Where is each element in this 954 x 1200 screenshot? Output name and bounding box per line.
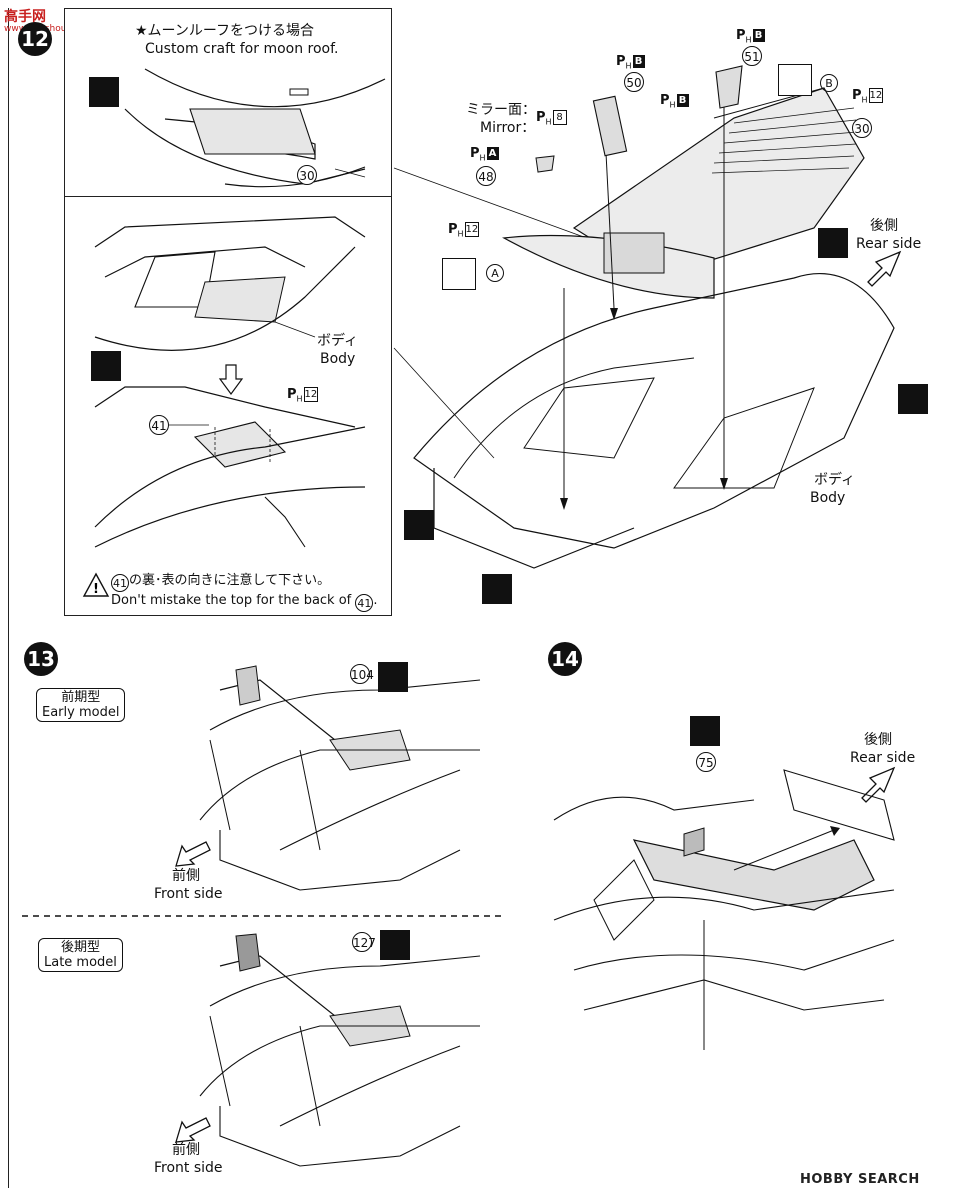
warning-icon: ! — [82, 572, 110, 597]
watermark-top-left: 高手网 — [4, 9, 46, 25]
double-sided-tape-icon — [442, 258, 476, 290]
late-model-badge: 後期型 Late model — [38, 938, 123, 972]
step-14-drawing — [553, 769, 895, 1050]
step-13-late-drawing — [199, 933, 481, 1167]
moonroof-subtitle: Custom craft for moon roof. — [145, 41, 339, 57]
moonroof-title: ★ムーンルーフをつける場合 — [135, 23, 315, 39]
part-50-label: 50 — [624, 72, 644, 92]
rear-side-en: Rear side — [856, 236, 922, 252]
ghost-b-label: B — [820, 74, 838, 92]
body-main-jp: ボディ — [814, 472, 856, 488]
glue-icon — [482, 574, 512, 604]
leader-line — [169, 424, 209, 426]
front-direction-arrow-icon — [175, 841, 211, 867]
part-104-label: 104 — [350, 664, 374, 684]
down-arrow-icon — [218, 364, 244, 396]
body-roof-drawing — [94, 216, 366, 548]
front-side-jp: 前側 — [172, 868, 200, 884]
body-main-en: Body — [810, 490, 846, 506]
glue-icon — [690, 716, 720, 746]
early-model-en: Early model — [42, 705, 120, 720]
glue-icon — [898, 384, 928, 414]
body-label-jp: ボディ — [317, 333, 359, 349]
rear-direction-arrow-icon — [861, 766, 896, 803]
model-divider — [22, 915, 502, 917]
step-13-number: 13 — [24, 642, 58, 676]
watermark-bottom-right: HOBBY SEARCH — [800, 1172, 920, 1187]
mirror-jp: ミラー面： — [466, 102, 536, 118]
rear-direction-arrow-icon — [867, 250, 902, 287]
glue-icon — [404, 510, 434, 540]
rear-side-jp: 後側 — [870, 218, 898, 234]
warning-en: Don't mistake the top for the back of 41… — [111, 593, 378, 612]
glue-icon — [380, 930, 410, 960]
glue-icon — [378, 662, 408, 692]
early-model-jp: 前期型 — [61, 690, 101, 705]
part-75-label: 75 — [696, 752, 716, 772]
body-label-en: Body — [320, 351, 356, 367]
glue-icon — [89, 77, 119, 107]
glue-icon — [91, 351, 121, 381]
page-frame — [8, 8, 945, 1188]
step-14-number: 14 — [548, 642, 582, 676]
front-side-en: Front side — [154, 886, 223, 902]
part-30-label: 30 — [297, 165, 317, 185]
moonroof-drawing — [124, 68, 386, 188]
late-model-en: Late model — [44, 955, 117, 970]
front-direction-arrow-icon — [175, 1117, 211, 1143]
glue-icon — [818, 228, 848, 258]
early-model-badge: 前期型 Early model — [36, 688, 126, 722]
step-13-early-drawing — [199, 665, 481, 891]
part-30-main-label: 30 — [852, 118, 872, 138]
part-41-label: 41 — [149, 415, 169, 435]
double-sided-tape-icon — [778, 64, 812, 96]
rear-side-14-en: Rear side — [850, 750, 916, 766]
part-51-label: 51 — [742, 46, 762, 66]
moonroof-box: ★ムーンルーフをつける場合 Custom craft for moon roof… — [64, 8, 392, 198]
step-12-number: 12 — [18, 22, 52, 56]
rear-side-14-jp: 後側 — [864, 732, 892, 748]
svg-text:!: ! — [93, 582, 99, 597]
ghost-a-label: A — [486, 264, 504, 282]
step-12-exploded-drawing — [393, 65, 895, 569]
front-side-2-jp: 前側 — [172, 1142, 200, 1158]
part-48-label: 48 — [476, 166, 496, 186]
late-model-jp: 後期型 — [60, 940, 100, 955]
mirror-en: Mirror： — [480, 120, 536, 136]
front-side-2-en: Front side — [154, 1160, 223, 1176]
part-127-label: 127 — [352, 932, 376, 952]
